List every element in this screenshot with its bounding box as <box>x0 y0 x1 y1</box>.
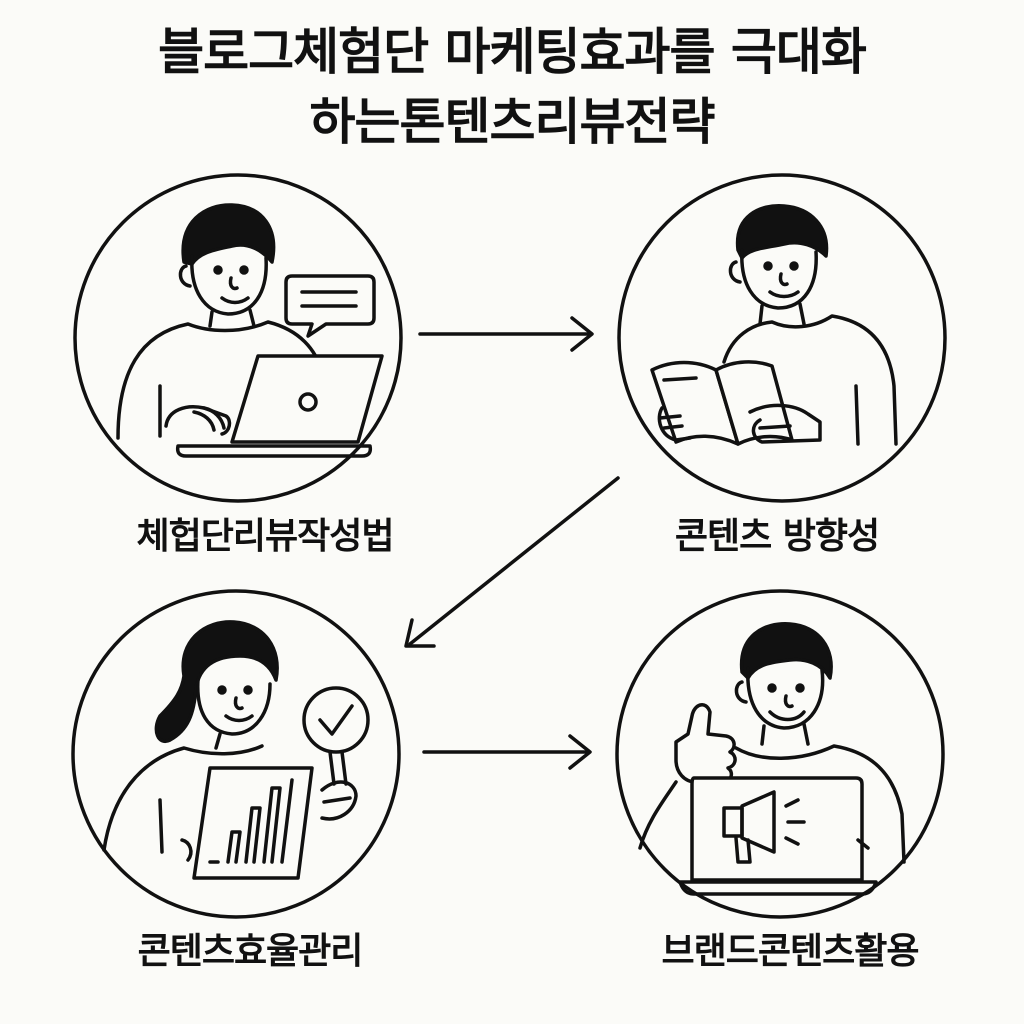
step-4-illustration <box>615 589 945 919</box>
arrow-step3-to-step4 <box>422 734 592 770</box>
person-magnifier-chart-icon <box>102 620 370 880</box>
arrow-step1-to-step2 <box>418 316 594 352</box>
step-1-illustration <box>73 173 403 503</box>
step-1-label: 체헙단리뷰작성법 <box>136 516 395 557</box>
page-title-line-2: 하는톤텐츠리뷰전략 <box>309 93 716 151</box>
step-3-illustration <box>71 589 401 919</box>
step-1-circle <box>73 173 403 503</box>
step-2-label: 콘텐츠 방향성 <box>674 516 880 557</box>
step-4-circle <box>615 589 945 919</box>
person-thumbs-up-megaphone-icon <box>638 622 906 896</box>
page-title-line-1: 블로그체험단 마케팅효과를 극대화 <box>158 23 867 81</box>
step-3-circle <box>71 589 401 919</box>
step-4-label: 브랜드콘텐츠활용 <box>661 931 920 972</box>
arrow-step2-to-step3 <box>404 476 620 648</box>
person-reading-book-icon <box>650 204 898 446</box>
step-3-label: 콘텐츠효율관리 <box>137 931 364 972</box>
step-2-illustration <box>617 173 947 503</box>
person-typing-laptop-icon <box>116 203 384 458</box>
step-2-circle <box>617 173 947 503</box>
